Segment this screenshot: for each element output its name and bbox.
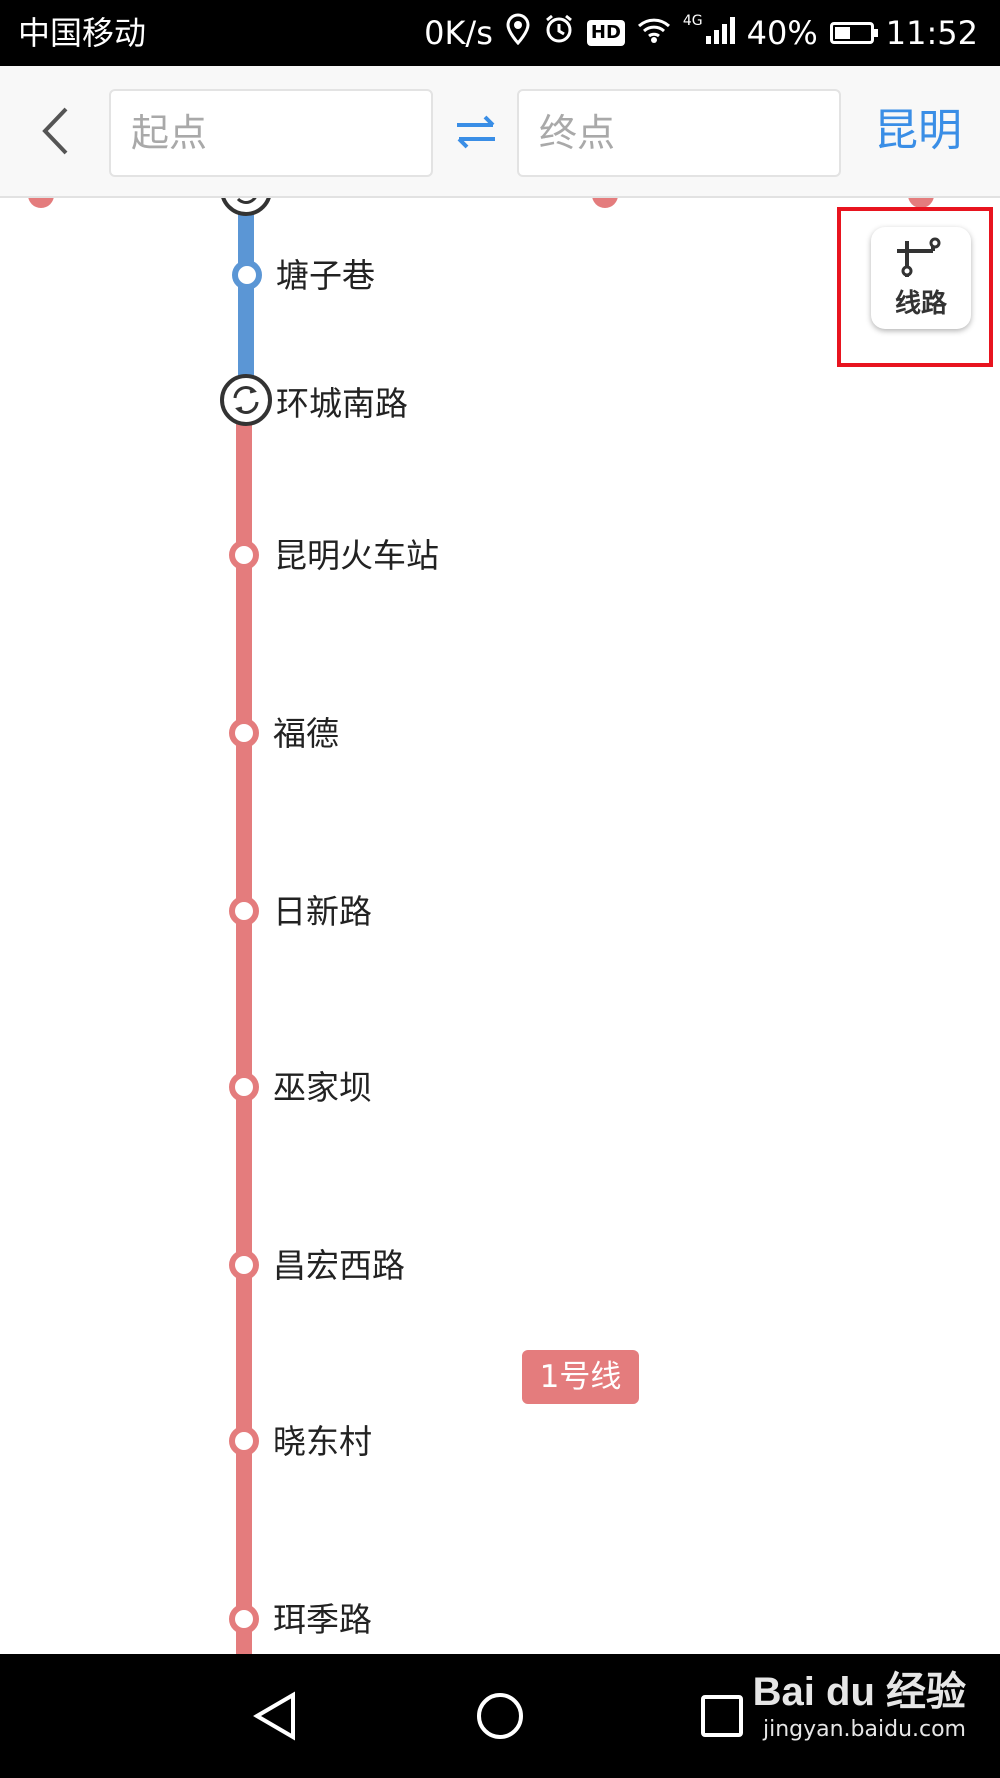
back-button[interactable] xyxy=(30,96,80,166)
triangle-back-icon xyxy=(253,1691,295,1741)
station-label[interactable]: 晓东村 xyxy=(273,1422,372,1461)
partial-station-dot xyxy=(28,198,54,208)
carrier-name: 中国移动 xyxy=(18,14,147,52)
partial-station-dot xyxy=(908,198,934,208)
partial-station-dot xyxy=(592,198,618,208)
subway-map[interactable]: 塘子巷 环城南路 昆明火车站 福德 日新路 巫家坝 昌宏西路 晓东村 珥季路 1… xyxy=(0,198,1000,1654)
clock: 11:52 xyxy=(885,14,978,52)
nav-home-button[interactable] xyxy=(464,1680,536,1752)
watermark-url: jingyan.baidu.com xyxy=(762,1717,966,1742)
network-type: 4G xyxy=(682,13,703,29)
line-badge[interactable]: 1号线 xyxy=(522,1350,639,1404)
status-indicators: 0K/s HD 4G 40% 11:52 xyxy=(424,10,978,56)
route-button[interactable]: 线路 xyxy=(871,227,971,329)
station-label[interactable]: 昆明火车站 xyxy=(274,536,439,575)
station-dot[interactable] xyxy=(229,1072,259,1102)
station-label[interactable]: 塘子巷 xyxy=(276,256,375,295)
battery-icon xyxy=(829,22,878,44)
header: 起点 终点 昆明 xyxy=(0,66,1000,198)
route-button-highlight xyxy=(837,207,993,367)
station-dot[interactable] xyxy=(229,1426,259,1456)
station-dot[interactable] xyxy=(229,540,259,570)
nav-back-button[interactable] xyxy=(240,1680,312,1752)
swap-button[interactable] xyxy=(450,106,502,158)
circle-home-icon xyxy=(477,1693,523,1739)
wifi-icon xyxy=(637,14,671,52)
route-icon xyxy=(897,237,941,277)
battery-percent: 40% xyxy=(746,14,818,52)
location-icon xyxy=(505,13,531,53)
alarm-icon xyxy=(543,13,575,53)
status-bar: 中国移动 0K/s HD 4G 40% 11:52 xyxy=(0,0,1000,66)
start-input[interactable]: 起点 xyxy=(109,89,433,177)
station-label[interactable]: 日新路 xyxy=(273,892,372,931)
end-input[interactable]: 终点 xyxy=(517,89,841,177)
blue-line-segment xyxy=(238,198,254,408)
station-label[interactable]: 珥季路 xyxy=(273,1600,372,1639)
swap-arrows-icon xyxy=(457,115,495,149)
network-speed: 0K/s xyxy=(424,14,493,52)
route-label: 线路 xyxy=(894,288,947,319)
baidu-watermark: Bai du 经验 jingyan.baidu.com xyxy=(753,1668,966,1744)
square-recent-icon xyxy=(701,1695,743,1737)
station-dot[interactable] xyxy=(232,260,262,290)
navigation-bar: Bai du 经验 jingyan.baidu.com xyxy=(0,1654,1000,1778)
station-dot[interactable] xyxy=(229,1250,259,1280)
station-label[interactable]: 环城南路 xyxy=(276,384,408,423)
city-selector[interactable]: 昆明 xyxy=(874,105,962,156)
signal-icon xyxy=(705,14,735,52)
station-dot[interactable] xyxy=(229,1604,259,1634)
watermark-brand: Bai du 经验 xyxy=(752,1670,966,1714)
station-dot[interactable] xyxy=(229,896,259,926)
transfer-station-icon[interactable] xyxy=(220,198,272,216)
hd-badge: HD xyxy=(586,20,625,46)
red-line-segment xyxy=(236,408,252,1654)
nav-recent-button[interactable] xyxy=(686,1680,758,1752)
station-dot[interactable] xyxy=(229,718,259,748)
transfer-station-icon[interactable] xyxy=(220,374,272,426)
station-label[interactable]: 福德 xyxy=(273,714,339,753)
station-label[interactable]: 巫家坝 xyxy=(273,1068,372,1107)
chevron-left-icon xyxy=(42,107,68,155)
station-label[interactable]: 昌宏西路 xyxy=(273,1246,405,1285)
